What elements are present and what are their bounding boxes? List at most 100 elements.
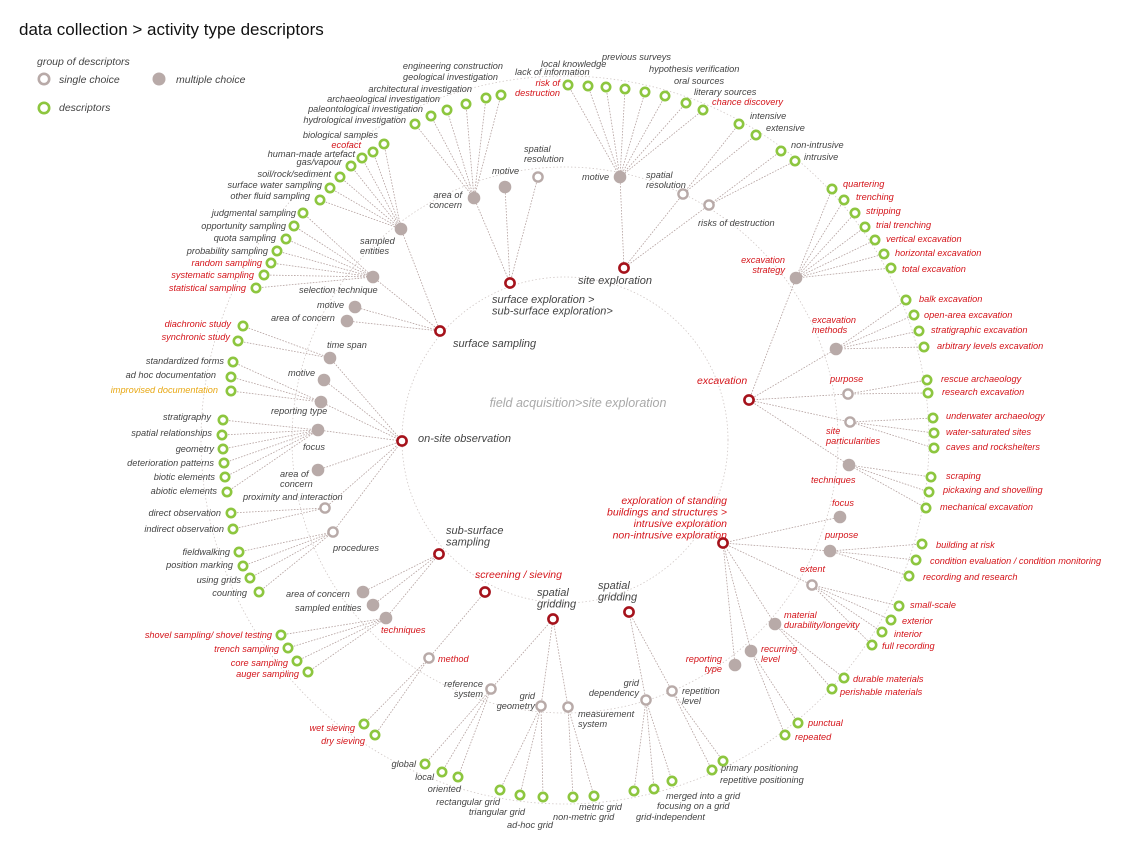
descriptor-node-hydrological-investigation[interactable] <box>409 118 421 130</box>
descriptor-node-open-area-excavation[interactable] <box>908 309 920 321</box>
descriptor-node-exterior[interactable] <box>885 614 897 626</box>
activity-node-site_expl[interactable] <box>618 262 630 274</box>
descriptor-node-systematic-sampling[interactable] <box>258 269 270 281</box>
descriptor-node-oriented[interactable] <box>452 771 464 783</box>
multiple-choice-node-aoc1[interactable] <box>467 191 481 205</box>
single-choice-node-spres1[interactable] <box>532 171 544 183</box>
descriptor-node-biotic-elements[interactable] <box>219 471 231 483</box>
multiple-choice-node-exmeth[interactable] <box>829 342 843 356</box>
multiple-choice-node-sampent2[interactable] <box>366 598 380 612</box>
descriptor-node-improvised-documentation[interactable] <box>225 385 237 397</box>
activity-node-surf_expl[interactable] <box>504 277 516 289</box>
multiple-choice-node-recurring[interactable] <box>744 644 758 658</box>
descriptor-node-fieldwalking[interactable] <box>233 546 245 558</box>
descriptor-node-ad-hoc-documentation[interactable] <box>225 371 237 383</box>
descriptor-node-stratigraphy[interactable] <box>217 414 229 426</box>
descriptor-node-risk-of-destruction[interactable] <box>562 79 574 91</box>
multiple-choice-node-techniques1[interactable] <box>379 611 393 625</box>
descriptor-node-geometry[interactable] <box>217 443 229 455</box>
descriptor-node-interior[interactable] <box>876 626 888 638</box>
multiple-choice-node-motive4[interactable] <box>317 373 331 387</box>
descriptor-node-quota-sampling[interactable] <box>280 233 292 245</box>
descriptor-node-opportunity-sampling[interactable] <box>288 220 300 232</box>
descriptor-node-probability-sampling[interactable] <box>271 245 283 257</box>
activity-node-excav[interactable] <box>743 394 755 406</box>
descriptor-node-quartering[interactable] <box>826 183 838 195</box>
descriptor-node-random-sampling[interactable] <box>265 257 277 269</box>
descriptor-node-position-marking[interactable] <box>237 560 249 572</box>
descriptor-node-ad-hoc-grid[interactable] <box>537 791 549 803</box>
single-choice-node-purpose1[interactable] <box>842 388 854 400</box>
activity-node-screening[interactable] <box>479 586 491 598</box>
multiple-choice-node-reptype2[interactable] <box>728 658 742 672</box>
single-choice-node-extent[interactable] <box>806 579 818 591</box>
descriptor-node-perishable-materials[interactable] <box>826 683 838 695</box>
multiple-choice-node-exstrat[interactable] <box>789 271 803 285</box>
descriptor-node-trial-trenching[interactable] <box>859 221 871 233</box>
multiple-choice-node-seltech[interactable] <box>366 270 380 284</box>
descriptor-node-abiotic-elements[interactable] <box>221 486 233 498</box>
single-choice-node-proximity[interactable] <box>319 502 331 514</box>
descriptor-node-research-excavation[interactable] <box>922 387 934 399</box>
multiple-choice-node-aoc4[interactable] <box>311 463 325 477</box>
activity-node-onsite[interactable] <box>396 435 408 447</box>
descriptor-node-hypothesis-verification[interactable] <box>639 86 651 98</box>
single-choice-node-griddep[interactable] <box>640 694 652 706</box>
descriptor-node-deterioration-patterns[interactable] <box>218 457 230 469</box>
descriptor-node-triangular-grid[interactable] <box>514 789 526 801</box>
single-choice-node-procedures[interactable] <box>327 526 339 538</box>
descriptor-node-local-knowledge[interactable] <box>600 81 612 93</box>
descriptor-node-other-fluid-sampling[interactable] <box>314 194 326 206</box>
descriptor-node-horizontal-excavation[interactable] <box>878 248 890 260</box>
descriptor-node-intensive[interactable] <box>733 118 745 130</box>
descriptor-node-repetitive-positioning[interactable] <box>717 755 729 767</box>
descriptor-node-soil-rock-sediment[interactable] <box>334 171 346 183</box>
multiple-choice-node-aoc3[interactable] <box>340 314 354 328</box>
multiple-choice-node-motive2[interactable] <box>613 170 627 184</box>
descriptor-node-building-at-risk[interactable] <box>916 538 928 550</box>
multiple-choice-node-matdur[interactable] <box>768 617 782 631</box>
descriptor-node-non-intrusive[interactable] <box>775 145 787 157</box>
multiple-choice-node-timespan[interactable] <box>323 351 337 365</box>
descriptor-node-using-grids[interactable] <box>244 572 256 584</box>
multiple-choice-node-motive1[interactable] <box>498 180 512 194</box>
descriptor-node-synchronic-study[interactable] <box>232 335 244 347</box>
single-choice-node-meassys[interactable] <box>562 701 574 713</box>
descriptor-node-shovel-sampling-shovel-testing[interactable] <box>275 629 287 641</box>
descriptor-node-direct-observation[interactable] <box>225 507 237 519</box>
descriptor-node-balk-excavation[interactable] <box>900 294 912 306</box>
descriptor-node-spatial-relationships[interactable] <box>216 429 228 441</box>
multiple-choice-node-tech2[interactable] <box>842 458 856 472</box>
multiple-choice-node-focus1[interactable] <box>311 423 325 437</box>
descriptor-node-engineering-construction[interactable] <box>495 89 507 101</box>
descriptor-node-recording-and-research[interactable] <box>903 570 915 582</box>
descriptor-node-rectangular-grid[interactable] <box>494 784 506 796</box>
descriptor-node-core-sampling[interactable] <box>291 655 303 667</box>
descriptor-node-human-made-artefact[interactable] <box>356 152 368 164</box>
descriptor-node-judgmental-sampling[interactable] <box>297 207 309 219</box>
descriptor-node-counting[interactable] <box>253 586 265 598</box>
activity-node-surf_samp[interactable] <box>434 325 446 337</box>
descriptor-node-merged-into-a-grid[interactable] <box>666 775 678 787</box>
descriptor-node-stripping[interactable] <box>849 207 861 219</box>
descriptor-node-wet-sieving[interactable] <box>358 718 370 730</box>
descriptor-node-mechanical-excavation[interactable] <box>920 502 932 514</box>
single-choice-node-refsys[interactable] <box>485 683 497 695</box>
descriptor-node-literary-sources[interactable] <box>680 97 692 109</box>
activity-node-sg1[interactable] <box>547 613 559 625</box>
descriptor-node-scraping[interactable] <box>925 471 937 483</box>
descriptor-node-local[interactable] <box>436 766 448 778</box>
descriptor-node-vertical-excavation[interactable] <box>869 234 881 246</box>
descriptor-node-stratigraphic-excavation[interactable] <box>913 325 925 337</box>
multiple-choice-node-reptype[interactable] <box>314 395 328 409</box>
descriptor-node-global[interactable] <box>419 758 431 770</box>
descriptor-node-dry-sieving[interactable] <box>369 729 381 741</box>
descriptor-node-architectural-investigation[interactable] <box>460 98 472 110</box>
descriptor-node-focusing-on-a-grid[interactable] <box>648 783 660 795</box>
descriptor-node-non-metric-grid[interactable] <box>588 790 600 802</box>
descriptor-node-lack-of-information[interactable] <box>582 80 594 92</box>
descriptor-node-arbitrary-levels-excavation[interactable] <box>918 341 930 353</box>
activity-node-subsurf[interactable] <box>433 548 445 560</box>
descriptor-node-indirect-observation[interactable] <box>227 523 239 535</box>
multiple-choice-node-purpose2[interactable] <box>823 544 837 558</box>
